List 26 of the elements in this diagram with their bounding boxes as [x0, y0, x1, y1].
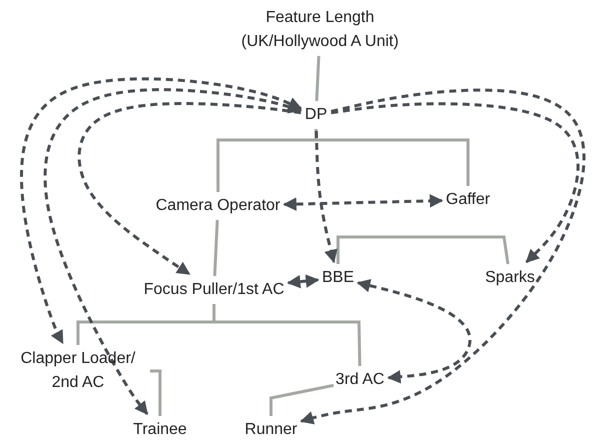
role-label: Focus Puller/1st AC	[144, 278, 284, 302]
arrow	[356, 279, 472, 384]
connector-line	[315, 56, 320, 102]
arrow	[300, 88, 586, 424]
connector-line	[150, 370, 162, 416]
role-label: 3rd AC	[336, 368, 384, 392]
arrow	[286, 274, 320, 288]
arrow	[330, 102, 580, 264]
connector-line	[213, 220, 219, 276]
role-label: Sparks	[485, 266, 535, 290]
role-label: Feature Length (UK/Hollywood A Unit)	[220, 6, 420, 54]
arrow	[44, 88, 302, 416]
arrow	[314, 130, 338, 264]
role-label: Camera Operator	[156, 194, 280, 218]
connector-line	[270, 384, 334, 416]
role-label: BBE	[322, 266, 354, 290]
role-label: Clapper Loader/ 2nd AC	[8, 347, 148, 395]
arrow	[20, 77, 302, 344]
connector-line	[336, 236, 510, 264]
arrow	[78, 102, 302, 276]
connector-line	[212, 304, 362, 366]
arrow	[282, 194, 444, 211]
role-label: Trainee	[133, 418, 187, 441]
role-label: DP	[304, 103, 328, 127]
role-label: Gaffer	[446, 188, 490, 212]
role-label: Runner	[244, 418, 298, 441]
